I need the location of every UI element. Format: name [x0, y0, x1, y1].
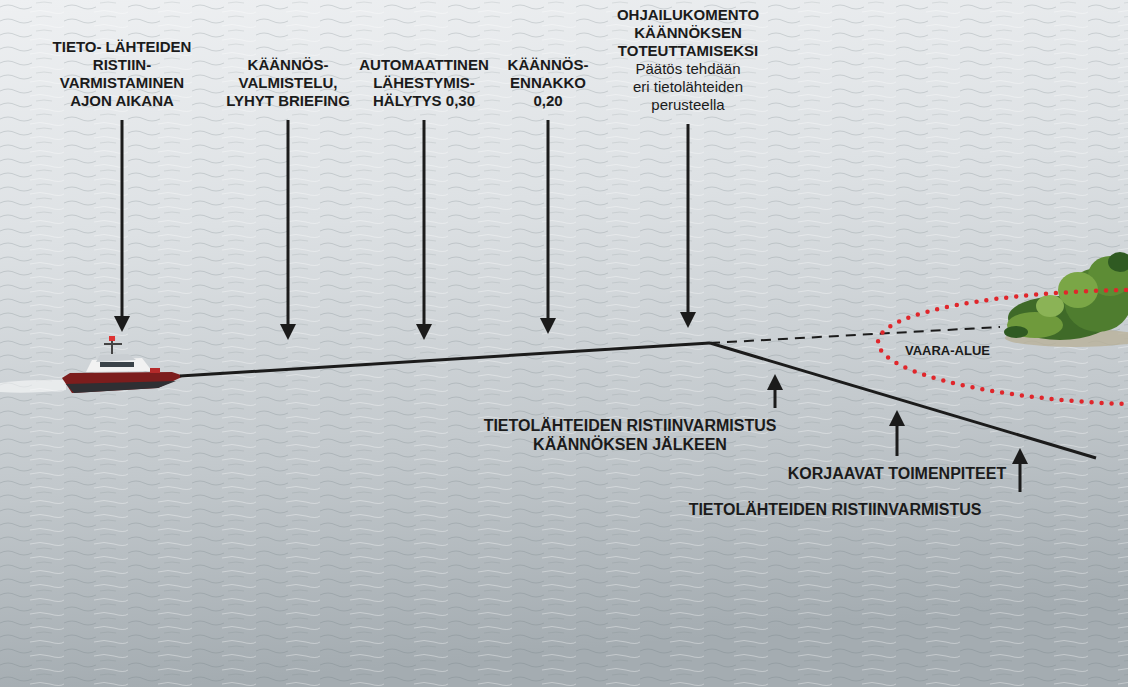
arrow-head [889, 410, 905, 426]
island-vegetation [1004, 252, 1128, 347]
step-note: Päätös tehdään eri tietolähteiden perust… [630, 60, 746, 114]
leader-line [423, 120, 426, 328]
leader-line [1019, 460, 1022, 492]
planned-route [180, 343, 710, 376]
rescue-boat [62, 336, 184, 393]
leader-line [547, 120, 550, 322]
leader-line [121, 120, 124, 320]
arrow-head [416, 324, 432, 340]
step-label: KÄÄNNÖS- ENNAKKO 0,20 [503, 56, 593, 110]
leader-line [287, 120, 290, 328]
dotted-boundary [878, 290, 1126, 404]
arrow-head [1012, 448, 1028, 464]
step-label: TIETO- LÄHTEIDEN RISTIIN- VARMISTAMINEN … [47, 38, 197, 110]
danger-zone: VAARA-ALUE [868, 280, 1128, 410]
step-label: KÄÄNNÖS- VALMISTELU, LYHYT BRIEFING [218, 56, 358, 110]
callout-arrows-up [767, 374, 1028, 492]
original-course [710, 327, 1000, 343]
zone-label: VAARA-ALUE [905, 343, 990, 358]
step-label: KORJAAVAT TOIMENPITEET [774, 464, 1020, 483]
step-label: TIETOLÄHTEIDEN RISTIINVARMISTUS KÄÄNNÖKS… [474, 416, 786, 454]
step-label: OHJAILUKOMENTO KÄÄNNÖKSEN TOTEUTTAMISEKS… [612, 6, 764, 60]
callout-arrows-down [114, 120, 696, 340]
arrow-head [680, 312, 696, 328]
step-label: AUTOMAATTINEN LÄHESTYMIS- HÄLYTYS 0,30 [355, 56, 493, 110]
step-label: TIETOLÄHTEIDEN RISTIINVARMISTUS [675, 500, 995, 519]
leader-line [687, 124, 690, 316]
leader-line [896, 422, 899, 456]
arrow-head [114, 316, 130, 332]
arrow-head [767, 374, 783, 390]
boat-wake [0, 380, 66, 393]
arrow-head [540, 318, 556, 334]
turned-route [710, 343, 1096, 458]
arrow-head [280, 324, 296, 340]
